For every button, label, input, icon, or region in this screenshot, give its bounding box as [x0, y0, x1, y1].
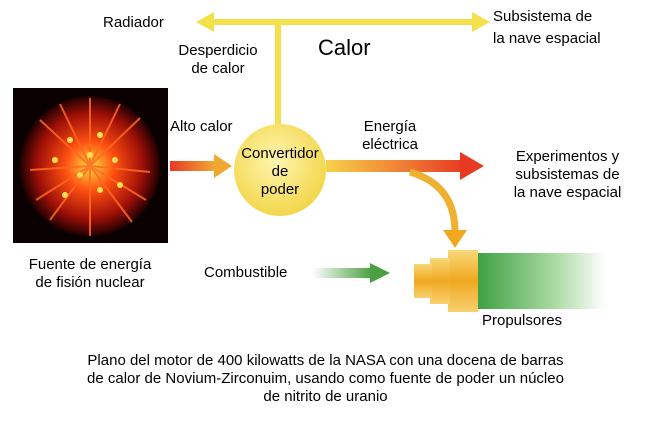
- subsystem-label-line: Subsistema de: [493, 8, 593, 25]
- converter-label: Convertidor de poder: [228, 145, 332, 199]
- fission-core-image: [13, 88, 168, 243]
- radiator-label: Radiador: [103, 14, 164, 31]
- experiments-label-line: subsistemas de: [515, 166, 620, 183]
- waste-heat-label-line: Desperdicio: [178, 42, 258, 59]
- fuel-arrow: [312, 263, 390, 283]
- fuel-label: Combustible: [204, 264, 288, 281]
- heat-label: Calor: [318, 35, 371, 60]
- power-converter: [234, 124, 326, 216]
- subsystem-label-line: la nave espacial: [493, 30, 601, 47]
- thruster-unit: [414, 250, 605, 312]
- fission-source-label-line: Fuente de energía: [28, 256, 152, 273]
- caption-line: de calor de Novium-Zirconuim, usando com…: [87, 370, 564, 387]
- experiments-label: Experimentos y subsistemas de la nave es…: [495, 148, 640, 202]
- electric-label-line: eléctrica: [362, 136, 418, 153]
- waste-heat-label: Desperdicio de calor: [165, 42, 271, 78]
- fission-source-label-line: de fisión nuclear: [35, 274, 145, 291]
- high-heat-arrow: [170, 154, 232, 178]
- caption-line: Plano del motor de 400 kilowatts de la N…: [87, 352, 564, 369]
- waste-heat-label-line: de calor: [191, 60, 245, 77]
- fission-source-label: Fuente de energía de fisión nuclear: [2, 256, 178, 292]
- arrowhead-radiator: [196, 12, 214, 32]
- thruster-feed-arrow: [408, 168, 467, 248]
- caption-line: de nitrito de uranio: [263, 388, 388, 405]
- high-heat-label: Alto calor: [170, 118, 233, 135]
- electric-label: Energía eléctrica: [350, 118, 430, 154]
- electric-label-line: Energía: [363, 118, 417, 135]
- converter-label-line: Convertidor: [241, 145, 319, 162]
- experiments-label-line: Experimentos y: [515, 148, 620, 165]
- thrusters-label: Propulsores: [482, 312, 563, 329]
- electric-arrow: [326, 152, 484, 180]
- converter-label-line: de: [271, 163, 289, 180]
- arrowhead-subsystem: [472, 12, 490, 32]
- converter-label-line: poder: [260, 181, 300, 198]
- heat-arrows: [196, 12, 490, 126]
- caption: Plano del motor de 400 kilowatts de la N…: [10, 352, 641, 406]
- subsystem-label: Subsistema de la nave espacial: [493, 8, 601, 48]
- experiments-label-line: la nave espacial: [513, 184, 622, 201]
